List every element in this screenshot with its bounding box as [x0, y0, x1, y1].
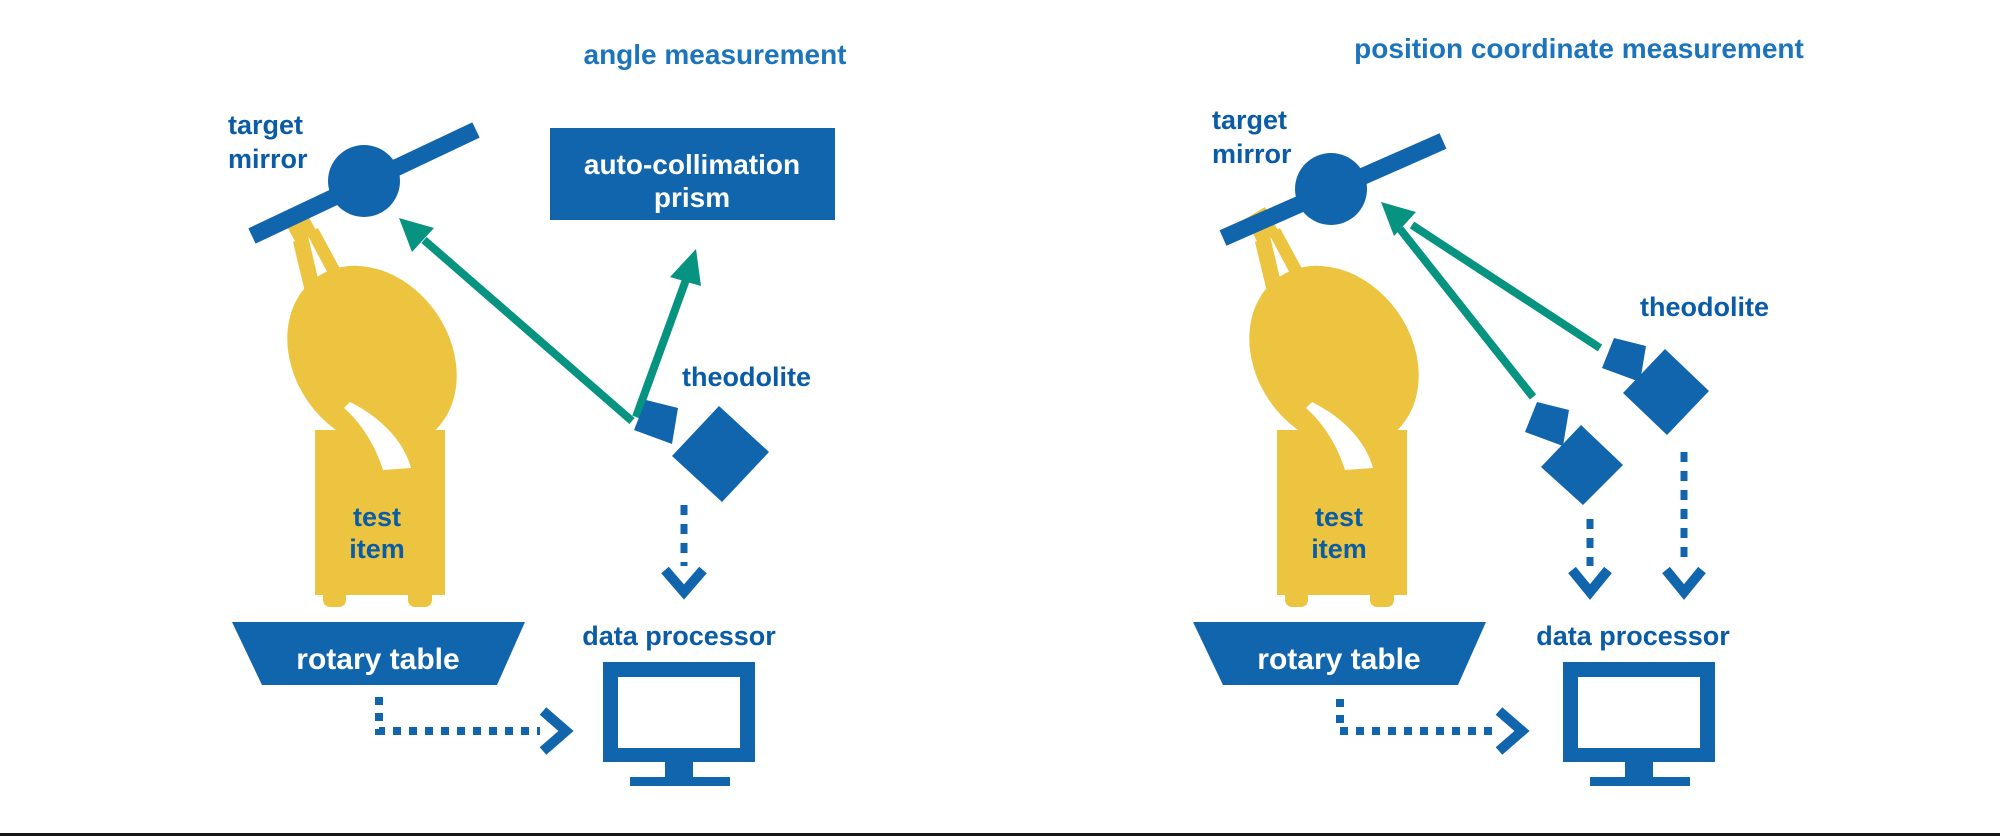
right-diagram-title: position coordinate measurement	[1354, 33, 1804, 64]
dotted-line	[1336, 699, 1496, 735]
arrowhead-chevron	[1495, 707, 1530, 755]
arrowhead-chevron	[1568, 566, 1612, 600]
monitor-icon	[1563, 662, 1715, 786]
theodolite-lens	[1602, 338, 1646, 382]
theodolite-icon	[634, 400, 769, 502]
theodolite-lens	[634, 400, 678, 444]
theodolite-lens	[1525, 402, 1569, 446]
arrowhead-chevron	[539, 707, 574, 755]
theodolite-body	[1541, 425, 1623, 505]
theodolite-body	[1623, 349, 1709, 435]
rotary-table-shape	[1193, 622, 1486, 685]
satellite-dish-icon	[283, 207, 457, 607]
measurement-beam-arrows	[1381, 202, 1603, 400]
upper-theodolite-dataflow-arrow	[1662, 452, 1706, 600]
beam-arrowhead	[1381, 202, 1416, 236]
rotary-table-label: rotary table	[1257, 643, 1420, 676]
theodolite-body	[672, 406, 769, 502]
beam-from-upper-theodolite	[1409, 221, 1603, 352]
arrowhead-chevron	[661, 566, 707, 600]
rotary-table: rotary table	[1193, 622, 1486, 685]
angle-measurement-diagram: angle measurement target mirror test ite…	[228, 39, 847, 786]
monitor-neck	[1625, 762, 1653, 777]
left-diagram-title: angle measurement	[584, 39, 847, 70]
monitor-neck	[665, 762, 693, 777]
auto-collimation-prism-box: auto-collimation prism	[550, 128, 835, 220]
beam-to-prism	[632, 275, 691, 419]
rotary-table: rotary table	[232, 622, 525, 685]
target-mirror-label-line2: mirror	[228, 144, 308, 174]
test-item-label-line1: test	[353, 502, 401, 532]
rotary-table-dataflow-arrow	[375, 697, 574, 755]
theodolite-dataflow-arrow	[661, 505, 707, 600]
monitor-screen	[618, 677, 740, 748]
target-mirror-icon	[248, 122, 480, 244]
monitor-base	[1590, 777, 1690, 786]
monitor-screen	[1578, 677, 1700, 748]
rotary-table-dataflow-arrow	[1336, 699, 1530, 755]
dish-highlight-notch	[1306, 402, 1373, 470]
test-item-label-line2: item	[349, 534, 405, 564]
beam-to-mirror	[421, 236, 635, 425]
target-mirror-icon	[1219, 133, 1447, 246]
monitor-base	[630, 777, 730, 786]
beam-from-lower-theodolite	[1396, 226, 1537, 400]
target-mirror-label-line1: target	[1212, 105, 1287, 135]
data-processor-label: data processor	[582, 621, 776, 651]
prism-rect	[550, 128, 835, 220]
test-item-label-line1: test	[1315, 502, 1363, 532]
theodolite-icon	[1525, 402, 1623, 505]
prism-label-line1: auto-collimation	[584, 149, 800, 180]
arrowhead-chevron	[1662, 566, 1706, 600]
bottom-border-line	[0, 833, 2000, 836]
theodolite-icon	[1602, 338, 1709, 435]
mirror-ball	[328, 145, 400, 217]
beam-to-prism-arrowhead	[670, 249, 701, 286]
satellite-dish-icon	[1245, 207, 1419, 607]
rotary-table-label: rotary table	[296, 643, 459, 676]
dish-reflector	[287, 265, 457, 449]
test-item-label-line2: item	[1311, 534, 1367, 564]
position-coordinate-measurement-diagram: position coordinate measurement target m…	[1193, 33, 1804, 786]
monitor-icon	[603, 662, 755, 786]
rotary-table-shape	[232, 622, 525, 685]
data-processor-label: data processor	[1536, 621, 1730, 651]
target-mirror-label-line2: mirror	[1212, 139, 1292, 169]
theodolite-label: theodolite	[682, 362, 811, 392]
lower-theodolite-dataflow-arrow	[1568, 519, 1612, 600]
target-mirror-label-line1: target	[228, 110, 303, 140]
prism-label-line2: prism	[654, 182, 730, 213]
beam-to-mirror-arrowhead	[399, 218, 434, 252]
dotted-line	[375, 697, 540, 735]
measurement-beam-arrows	[399, 218, 701, 425]
dish-reflector	[1249, 265, 1419, 449]
theodolite-label: theodolite	[1640, 292, 1769, 322]
mirror-ball	[1295, 153, 1367, 225]
dish-highlight-notch	[344, 402, 411, 470]
